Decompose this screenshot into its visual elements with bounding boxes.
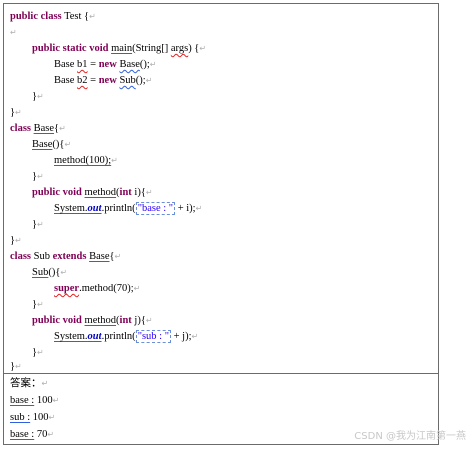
code-line-1: public class Test {↵ — [10, 11, 96, 22]
code-line-2: ↵ — [10, 28, 17, 37]
code-line-18: Sub(){↵ — [32, 267, 68, 278]
answer-label: 答案：↵ — [10, 378, 49, 389]
code-line-5: Base b2 = new Sub();↵ — [54, 75, 153, 86]
code-line-8: }↵ — [10, 107, 22, 118]
code-line-4: Base b1 = new Base();↵ — [54, 59, 157, 70]
code-line-24: }↵ — [10, 361, 22, 372]
code-line-20: }↵ — [32, 299, 44, 310]
code-frame: public class Test {↵ ↵ public static voi… — [3, 3, 439, 445]
code-line-10: Base(){↵ — [32, 139, 72, 150]
code-line-16: }↵ — [10, 235, 22, 246]
csdn-watermark: CSDN @我为江南第一燕 — [354, 431, 466, 442]
code-line-17: class Sub extends Base{↵ — [10, 251, 122, 262]
code-line-9: class Base{↵ — [10, 123, 66, 134]
code-line-19: super.method(70);↵ — [54, 283, 141, 294]
answer-line-1: base : 100↵ — [10, 395, 60, 406]
answer-line-2: sub : 100↵ — [10, 412, 56, 423]
code-line-13: public void method(int i){↵ — [32, 187, 153, 198]
code-line-6: }↵ — [32, 91, 44, 102]
code-line-15: }↵ — [32, 219, 44, 230]
code-line-22: System.out.println("sub : " + j);↵ — [54, 330, 199, 343]
code-line-12: }↵ — [32, 171, 44, 182]
code-line-23: }↵ — [32, 347, 44, 358]
answer-line-3: base : 70↵ — [10, 429, 55, 440]
code-line-14: System.out.println("base : " + i);↵ — [54, 202, 203, 215]
code-line-3: public static void main(String[] args) {… — [32, 43, 207, 54]
code-line-11: method(100);↵ — [54, 155, 118, 166]
code-line-21: public void method(int j){↵ — [32, 315, 153, 326]
answer-divider — [4, 373, 438, 374]
